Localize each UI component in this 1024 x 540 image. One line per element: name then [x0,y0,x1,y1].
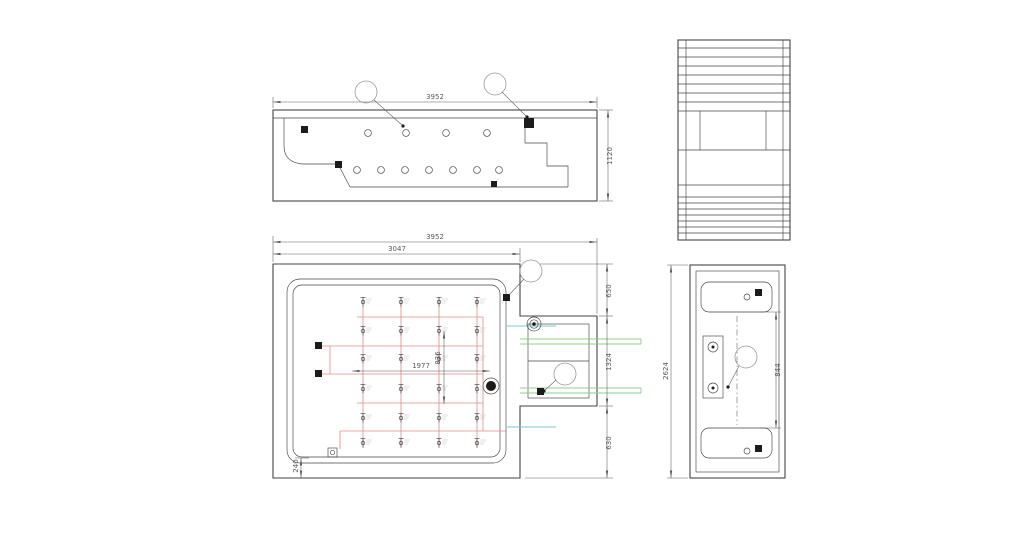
cover-section-view [677,39,791,241]
side-balloon-callouts [354,72,529,128]
side-dimension-lines [272,97,613,202]
plan-entry-step [527,323,590,399]
side-step-fitting [524,118,534,128]
plan-top-dimension-lines [272,236,598,314]
seat-top [700,281,773,313]
plan-fittings [315,294,544,395]
plan-dim-width-label: 3952 [426,233,444,241]
end-fitting-panel [702,335,724,399]
leader-line [727,365,740,388]
plan-balloon-callouts [506,259,577,393]
balloon-callout-2 [483,72,507,96]
end-balloon-callout [726,345,758,389]
side-outer-shell [272,109,598,202]
side-elevation-view: 3952 1120 [272,72,614,202]
control-symbol [526,316,542,332]
side-steps [524,118,569,187]
plan-dim-jet-span-label: 1977 [412,362,430,370]
end-fitting-circles [707,341,719,394]
balloon-callout-1 [354,80,378,104]
supply-green-lines [520,338,642,394]
side-interior-profile [273,117,597,188]
plan-inner-rim-2 [292,284,501,458]
leader-line [501,91,528,118]
plumbing-red-pipes [322,297,507,449]
end-inner-shell [695,270,780,473]
plan-dim-right-top-label: 650 [605,284,613,297]
plan-inner-dimension-lines [352,331,490,404]
plan-outer-shell [272,263,598,479]
end-dim-height-label: 2624 [662,362,670,380]
plan-dim-inner-width-label: 3047 [388,245,406,253]
end-dimension-lines [667,264,781,479]
leader-line [507,278,525,297]
side-jet-row [353,166,503,174]
side-dim-height-label: 1120 [606,147,614,165]
suction-cyan-lines [507,325,556,428]
plan-right-dimension-lines [525,263,613,479]
balloon-callout-4 [553,362,577,386]
side-fittings [301,118,534,187]
plan-corner-dimension-lines [295,457,309,478]
seat-bottom [700,427,773,459]
floor-drain [327,447,338,458]
side-upper-jet-row [364,129,491,137]
plan-inner-rim [286,278,507,464]
end-fittings [743,289,762,455]
balloon-callout-3 [519,259,543,283]
end-dim-seat-span-label: 844 [774,363,782,377]
jet-grid [360,297,487,448]
cover-outline [677,39,791,241]
leader-line [543,379,557,392]
plan-dim-right-middle-label: 1324 [605,353,613,371]
side-dim-width-label: 3952 [426,93,444,101]
cover-slat-lines [678,40,790,240]
pump-symbol [482,377,500,395]
end-elevation-view: 2624 844 [662,264,786,479]
leader-line [373,99,404,127]
plan-dim-corner-label: 240 [292,459,300,472]
plan-dim-jet-depth-label: 836 [434,351,442,365]
plan-dim-right-bottom-label: 630 [605,436,613,449]
balloon-callout-5 [734,345,758,369]
end-outer-shell [689,264,786,479]
plan-view: 3952 3047 [272,233,642,479]
